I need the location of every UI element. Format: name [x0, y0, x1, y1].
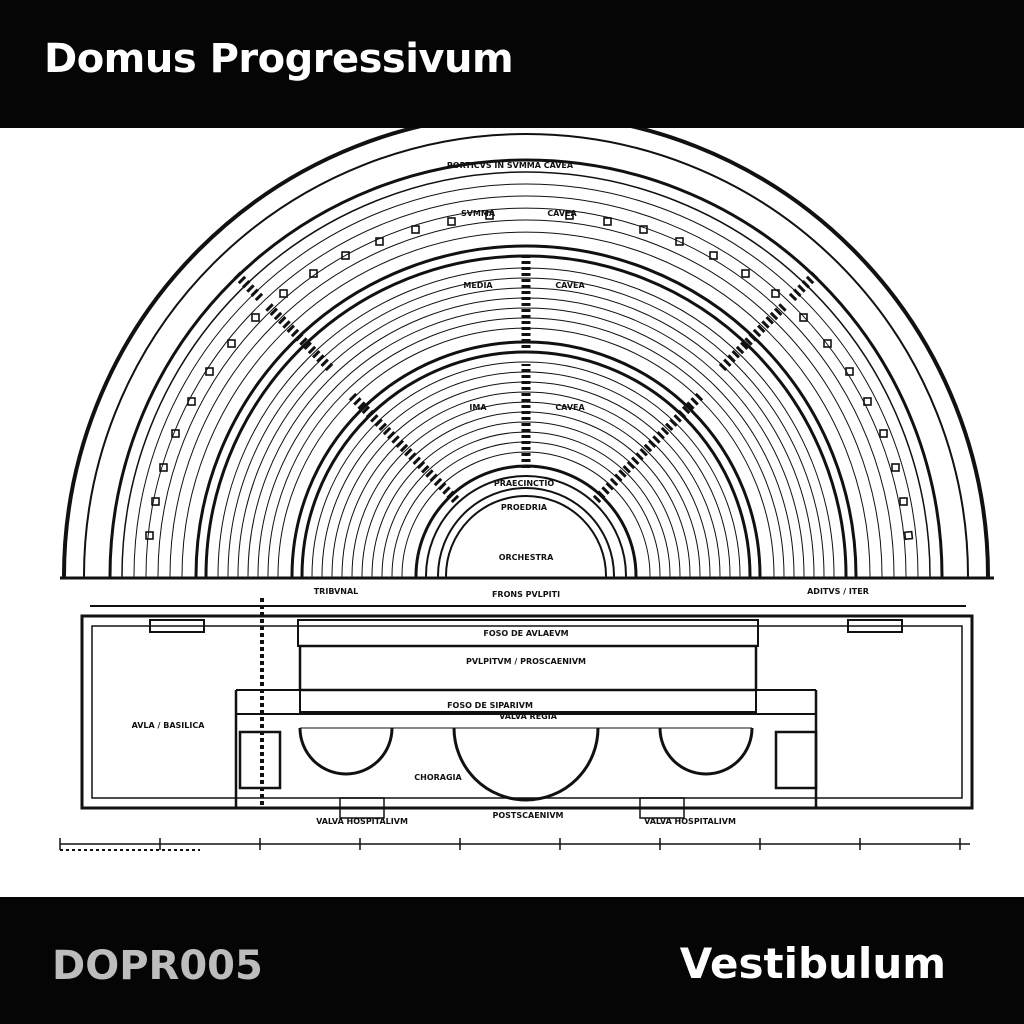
label-valva-regia: VALVA REGIA	[499, 712, 558, 721]
artist-name: Domus Progressivum	[44, 36, 514, 82]
label-ima-left: IMA	[469, 403, 487, 412]
label-praecinctio: PRAECINCTIO	[494, 479, 555, 488]
catalog-number: DOPR005	[52, 943, 263, 989]
label-tribunal: TRIBVNAL	[314, 587, 359, 596]
label-summa-left: SVMMA	[461, 209, 496, 218]
label-fosa-siparium: FOSO DE SIPARIVM	[447, 701, 533, 710]
label-fosa-aulaeum: FOSO DE AVLAEVM	[483, 629, 568, 638]
label-aula-basilica: AVLA / BASILICA	[132, 721, 206, 730]
label-proedria: PROEDRIA	[501, 503, 548, 512]
scaena-building	[80, 598, 974, 819]
label-orchestra: ORCHESTRA	[499, 553, 554, 562]
release-title: Vestibulum	[679, 939, 946, 988]
label-choragia: CHORAGIA	[414, 773, 462, 782]
bottom-banner	[0, 897, 1024, 1024]
summa-cavea-outer-arc	[108, 158, 944, 578]
scale-bar	[59, 838, 970, 851]
label-frons-pulpiti: FRONS PVLPITI	[492, 590, 560, 599]
label-aditus: ADITVS / ITER	[807, 587, 869, 596]
label-summa-right: CAVEA	[547, 209, 577, 218]
theatre-floor-plan: PORTICVS IN SVMMA CAVEA SVMMA CAVEA MEDI…	[59, 128, 994, 851]
portico-inner-arc	[83, 133, 969, 577]
summa-cavea-rows	[133, 183, 919, 577]
label-porticus: PORTICVS IN SVMMA CAVEA	[447, 161, 574, 170]
label-ima-right: CAVEA	[555, 403, 585, 412]
radial-stairways	[232, 252, 820, 504]
portico-columns	[145, 211, 914, 541]
label-pulpitum: PVLPITVM / PROSCAENIVM	[466, 657, 586, 666]
label-postscaenium: POSTSCAENIVM	[493, 811, 564, 820]
outer-wall-arc	[62, 128, 990, 578]
label-valva-right: VALVA HOSPITALIVM	[644, 817, 736, 826]
top-banner: Domus Progressivum	[0, 0, 1024, 128]
label-media-left: MEDIA	[463, 281, 493, 290]
label-valva-left: VALVA HOSPITALIVM	[316, 817, 408, 826]
label-media-right: CAVEA	[555, 281, 585, 290]
